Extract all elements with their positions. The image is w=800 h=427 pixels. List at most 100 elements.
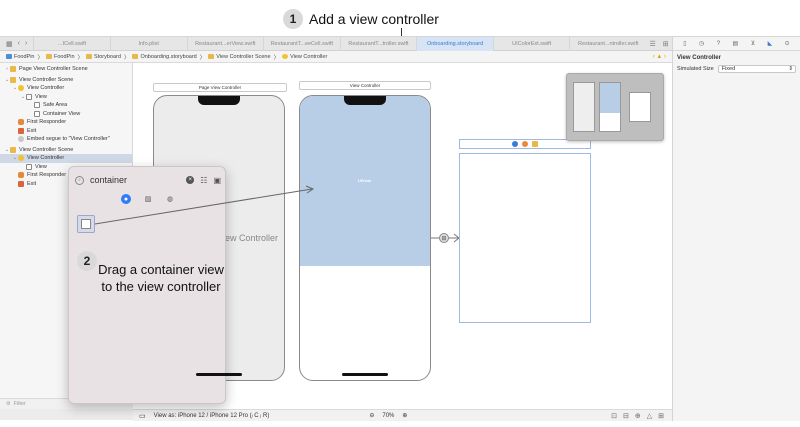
breadcrumb-item[interactable]: View Controller Scene — [208, 54, 271, 60]
scene-icon — [10, 66, 16, 73]
forward-icon[interactable]: › — [24, 39, 28, 47]
outline-row[interactable]: ⌄View Controller — [0, 154, 132, 163]
breadcrumb-item[interactable]: FoodPin — [46, 54, 75, 60]
outline-row-label: Safe Area — [43, 102, 68, 108]
colors-tab-icon[interactable]: ◍ — [166, 196, 174, 203]
embed-segue-icon[interactable]: ⊞ — [439, 233, 449, 243]
outline-filter[interactable]: ⊜ Filter — [0, 398, 133, 409]
outline-row[interactable]: View — [0, 163, 132, 172]
disclosure-triangle-icon[interactable]: ⌄ — [12, 85, 18, 91]
breadcrumb-item[interactable]: Storyboard — [86, 54, 121, 60]
quick-help-icon[interactable]: ? — [716, 40, 721, 47]
exit-icon[interactable] — [532, 141, 538, 147]
embedded-vc-scene-bar[interactable] — [459, 139, 591, 149]
size-inspector-icon[interactable]: ◣ — [767, 41, 773, 47]
disclosure-triangle-icon[interactable]: ⌄ — [20, 93, 26, 100]
add-editor-icon[interactable]: ⊞ — [662, 40, 669, 48]
device-notch — [198, 96, 240, 105]
outline-row[interactable]: ⌄View Controller — [0, 84, 132, 93]
outline-row[interactable]: Embed segue to "View Controller" — [0, 135, 132, 144]
detail-view-icon[interactable]: ▣ — [213, 175, 221, 185]
minimap-scene — [599, 82, 621, 132]
zoom-in-icon[interactable]: ⊕ — [402, 413, 408, 419]
add-constraints-icon[interactable]: ⊕ — [634, 412, 641, 420]
simulated-size-label: Simulated Size — [677, 66, 714, 72]
breadcrumb-item[interactable]: FoodPin — [6, 54, 35, 60]
scene-title-page-view-controller[interactable]: Page View Controller — [153, 83, 287, 92]
canvas-minimap[interactable] — [566, 73, 664, 141]
warning-icon[interactable]: ‹ ▲ › — [652, 53, 666, 60]
device-notch — [344, 96, 386, 105]
embed-in-icon[interactable]: ⊞ — [658, 412, 664, 420]
outline-row[interactable]: Container View — [0, 110, 132, 119]
disclosure-triangle-icon[interactable]: ⌄ — [4, 146, 10, 153]
container-view-library-item[interactable] — [77, 215, 95, 233]
outline-row[interactable]: First Responder — [0, 118, 132, 127]
zoom-level[interactable]: 70% — [382, 412, 395, 419]
disclosure-triangle-icon[interactable]: ⌄ — [12, 155, 18, 161]
outline-row-label: View — [35, 163, 47, 170]
embedded-view-controller[interactable] — [459, 153, 591, 323]
objects-tab-icon[interactable]: ● — [121, 194, 131, 204]
outline-row[interactable]: ⌄View Controller Scene — [0, 146, 132, 155]
outline-row[interactable]: First Responder — [0, 171, 132, 180]
attributes-inspector-icon[interactable]: ⊻ — [750, 41, 756, 47]
list-view-icon[interactable]: ☷ — [200, 175, 208, 185]
zoom-controls: ⊖ 70% ⊕ — [369, 412, 408, 420]
simulated-size-select[interactable]: Fixed ⇕ — [717, 65, 796, 73]
editor-tab[interactable]: Restaurant...ntroller.swift — [569, 36, 646, 51]
media-tab-icon[interactable]: ▨ — [144, 196, 152, 203]
breadcrumb-item[interactable]: Onboarding.storyboard — [132, 54, 197, 60]
outline-row[interactable]: ⌄View — [0, 93, 132, 102]
grid-icon[interactable]: ▦ — [6, 40, 13, 48]
align-icon[interactable]: ⊟ — [622, 412, 629, 420]
zoom-out-icon[interactable]: ⊖ — [369, 413, 375, 419]
outline-row[interactable]: Safe Area — [0, 101, 132, 110]
disclosure-triangle-icon[interactable]: › — [6, 66, 8, 72]
first-responder-icon[interactable] — [522, 141, 528, 147]
editor-tab[interactable]: UIColorExt.swift — [492, 36, 570, 51]
library-search-text: container — [90, 175, 128, 185]
outline-list: ›Page View Controller Scene⌄View Control… — [0, 65, 132, 188]
editor-options-icon[interactable]: ☰ — [649, 40, 656, 48]
vc-icon — [18, 85, 24, 92]
clear-search-icon[interactable]: × — [186, 176, 195, 184]
breadcrumb-separator: 〉 — [77, 54, 84, 61]
disclosure-triangle-icon[interactable]: ⌄ — [4, 76, 10, 83]
back-icon[interactable]: ‹ — [17, 39, 20, 47]
history-inspector-icon[interactable]: ◷ — [699, 41, 705, 47]
update-frames-icon[interactable]: ⊡ — [611, 412, 617, 420]
view-icon — [26, 163, 32, 170]
editor-tab[interactable]: RestaurantT...troller.swift — [339, 36, 417, 51]
device-config-icon[interactable]: ▭ — [139, 412, 146, 420]
layout-tools: ⊡ ⊟ ⊕ △ ⊞ — [611, 412, 672, 420]
view-as-device[interactable]: View as: iPhone 12 / iPhone 12 Pro (ⱼ C … — [153, 413, 270, 419]
folder-icon — [46, 53, 53, 59]
editor-tab[interactable]: ...ICell.swift — [33, 36, 110, 51]
editor-tab[interactable]: RestaurantT...eeCell.swift — [263, 36, 340, 51]
identity-inspector-icon[interactable]: ▤ — [732, 41, 739, 47]
breadcrumb-item[interactable]: View Controller — [282, 54, 327, 60]
outline-row[interactable]: Exit — [0, 127, 132, 136]
container-view-icon — [81, 219, 91, 229]
outline-row[interactable]: Exit — [0, 180, 132, 189]
editor-tab[interactable]: Info.plist — [109, 36, 187, 51]
outline-row[interactable]: ⌄ View Controller Scene — [0, 76, 132, 85]
scene-title-view-controller[interactable]: View Controller — [299, 81, 431, 90]
view-controller-icon[interactable] — [512, 141, 518, 147]
resolve-issues-icon[interactable]: △ — [646, 412, 653, 420]
editor-tab[interactable]: Restaurant...erView.swift — [186, 36, 264, 51]
view-controller-icon — [282, 53, 289, 59]
folder-icon — [86, 53, 93, 59]
breadcrumb-separator: 〉 — [123, 54, 130, 61]
outline-row[interactable]: › Page View Controller Scene — [0, 65, 132, 74]
library-search-field[interactable]: ⌕ container × ☷ ▣ — [75, 173, 221, 187]
outline-row-label: Page View Controller Scene — [19, 66, 88, 72]
connections-inspector-icon[interactable]: ⊙ — [784, 41, 790, 47]
view-controller-device[interactable]: UIView — [299, 95, 431, 381]
container-view[interactable] — [300, 96, 430, 266]
file-inspector-icon[interactable]: ▯ — [683, 41, 687, 47]
outline-row-label: View Controller Scene — [19, 76, 74, 83]
editor-tab-active[interactable]: Onboarding.storyboard — [416, 36, 493, 51]
